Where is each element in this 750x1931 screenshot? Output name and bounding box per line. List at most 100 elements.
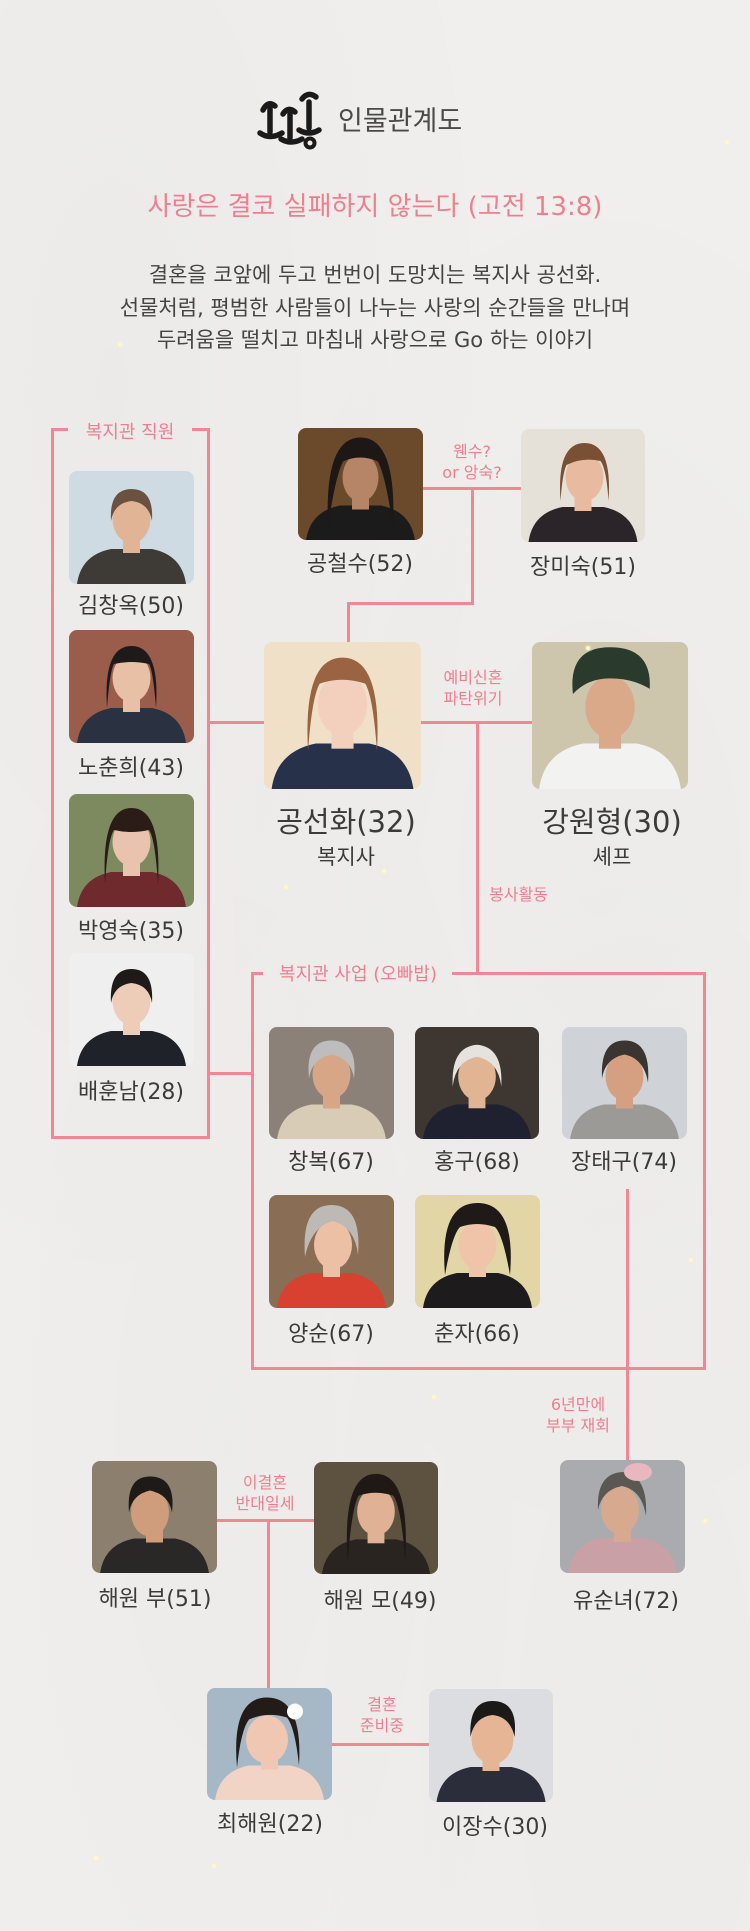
silhouette-hair [346,1473,406,1562]
silhouette-face [601,1486,639,1534]
silhouette-clothing [423,1273,532,1308]
sparkle-dot [703,1519,707,1523]
silhouette-clothing [306,505,415,540]
silhouette-clothing [528,507,638,542]
silhouette-clothing [77,872,186,907]
silhouette-hair [304,1205,359,1257]
relation-line: 봉사활동 [489,885,548,904]
hair-bow-icon [624,1463,652,1481]
drama-logo-icon [257,91,322,150]
silhouette-clothing [100,1538,209,1573]
logo-strokes [257,91,322,150]
person-silhouette-icon [77,646,186,743]
person-silhouette-icon [77,808,186,907]
portrait-choi-haewon [207,1688,332,1800]
page-title: 인물관계도 [338,106,463,137]
portrait-jang-misook [521,429,645,542]
relation-line: 6년만에 [550,1395,606,1414]
silhouette-clothing [77,1031,186,1066]
silhouette-hair [470,1701,516,1737]
silhouette-clothing [215,1765,324,1800]
character-role: 셰프 [592,845,632,869]
sparkle-dot [94,1856,98,1860]
sparkle-dot [212,1864,216,1868]
silhouette-hair [104,808,159,884]
silhouette-face [585,675,635,739]
relation-line: 준비중 [359,1716,405,1735]
silhouette-face [605,1052,644,1101]
silhouette-clothing [568,1538,677,1573]
logo-stroke [257,130,285,140]
portrait-honggu [415,1027,539,1139]
person-silhouette-icon [100,1476,209,1573]
synopsis-line: 선물처럼, 평범한 사람들이 나누는 사랑의 순간들을 만나며 [119,295,631,320]
silhouette-clothing [77,708,186,743]
reunion-connector [626,1189,629,1461]
synopsis: 결혼을 코앞에 두고 번번이 도망치는 복지사 공선화. 선물처럼, 평범한 사… [0,259,750,357]
character-role: 복지사 [317,845,375,869]
silhouette-hair [110,489,153,521]
synopsis-line: 결혼을 코앞에 두고 번번이 도망치는 복지사 공선화. [148,263,602,287]
person-silhouette-icon [306,437,415,540]
character-name: 양순(67) [288,1322,374,1347]
person-silhouette-icon [77,489,186,584]
sparkle-dot [725,140,729,144]
silhouette-hair [597,1472,647,1516]
volunteer-connector [476,721,479,974]
silhouette-clothing [277,1273,386,1308]
silhouette-face [112,977,151,1025]
relation-line: 웬수? [453,442,491,461]
staff-box-top-right-border [192,428,210,431]
silhouette-face [246,1715,288,1764]
silhouette-face [471,1714,514,1764]
character-name: 장태구(74) [571,1150,677,1175]
character-name: 홍구(68) [434,1150,520,1175]
person-silhouette-icon [277,1205,386,1308]
person-silhouette-icon [570,1040,679,1139]
parents-elbow-connector [347,602,474,605]
character-name: 장미숙(51) [530,555,636,580]
person-silhouette-icon [77,969,186,1066]
wedding-relation-label: 결혼 준비중 [322,1694,442,1736]
character-name: 최해원(22) [217,1812,323,1837]
business-box-left-border [251,972,254,1370]
relation-line: 결혼 [367,1695,397,1714]
parents-drop-connector [471,487,474,604]
staff-to-lead-connector [207,721,264,724]
character-name: 창복(67) [288,1150,374,1175]
silhouette-face [112,654,151,702]
portrait-jang-taegu [562,1027,687,1139]
sparkle-dot [432,1395,436,1399]
logo-stroke [296,127,322,136]
relation-line: 예비신혼 [443,668,503,687]
synopsis-line: 두려움을 떨치고 마침내 사랑으로 Go 하는 이야기 [156,328,594,352]
relation-line: 부부 재회 [546,1416,610,1435]
person-silhouette-icon [271,657,414,789]
person-silhouette-icon [321,1473,431,1574]
hair-flower-icon [287,1703,303,1720]
person-silhouette-icon [422,1044,532,1139]
silhouette-face [314,1221,352,1269]
portrait-changbok [269,1027,394,1139]
sparkle-dot [118,343,122,347]
silhouette-clothing [436,1767,546,1802]
silhouette-face [565,453,604,501]
character-name: 해원 모(49) [323,1589,437,1614]
logo-stroke [278,136,305,145]
person-silhouette-icon [528,443,638,542]
haewon-parents-connector [216,1519,315,1522]
person-silhouette-icon [277,1040,386,1139]
silhouette-hair [444,1203,511,1275]
silhouette-clothing [271,743,414,789]
silhouette-hair [106,646,157,708]
silhouette-face [342,453,379,502]
portrait-haewon-mother [314,1462,438,1574]
silhouette-clothing [77,549,186,584]
lead-couple-relation-label: 예비신혼 파탄위기 [413,667,533,709]
character-name: 유순녀(72) [573,1589,679,1614]
parents-to-lead-connector [347,602,350,643]
silhouette-clothing [539,743,681,789]
portrait-gong-sunhwa [264,642,421,789]
silhouette-hair [128,1476,173,1513]
reunion-relation-label: 6년만에 부부 재회 [518,1394,638,1436]
